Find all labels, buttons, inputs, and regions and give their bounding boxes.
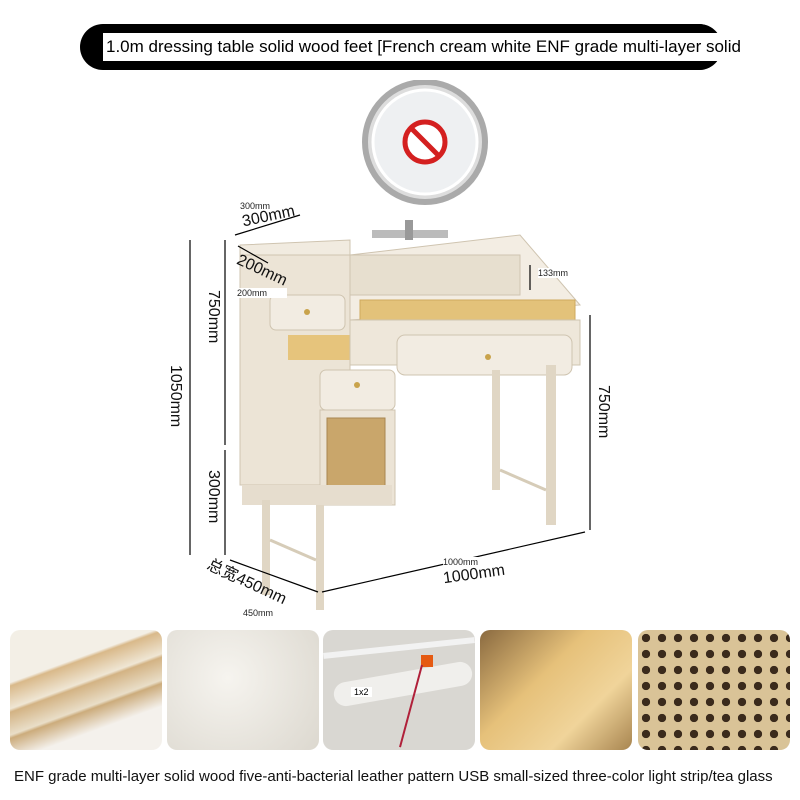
shelf-height-label: 133mm bbox=[538, 268, 594, 278]
usb-strip bbox=[331, 660, 475, 708]
feature-caption: ENF grade multi-layer solid wood five-an… bbox=[14, 768, 773, 785]
upper-height-label: 750mm bbox=[205, 290, 222, 344]
leg-height-label: 300mm bbox=[205, 470, 222, 524]
thumb-multilayer-wood bbox=[10, 630, 162, 750]
total-height-label: 1050mm bbox=[167, 365, 184, 428]
usb-plug-icon bbox=[421, 655, 433, 667]
depth-label: 450mm bbox=[243, 608, 274, 618]
thumb-usb: 1x2 bbox=[323, 630, 475, 750]
led-mirror bbox=[362, 80, 488, 240]
thumb-rattan bbox=[638, 630, 790, 750]
thumb-light-strip-drawer bbox=[480, 630, 632, 750]
usb-label: 1x2 bbox=[351, 687, 372, 697]
no-symbol-icon bbox=[402, 119, 448, 165]
width-label: 1000mm bbox=[443, 557, 479, 567]
top-depth-label: 200mm bbox=[237, 288, 288, 298]
desk-body bbox=[239, 234, 582, 610]
top-width-label: 300mm bbox=[240, 201, 271, 211]
right-height-label: 750mm bbox=[595, 385, 612, 439]
thumb-leather-pattern bbox=[167, 630, 319, 750]
light-rail bbox=[323, 637, 475, 659]
product-title: 1.0m dressing table solid wood feet [Fre… bbox=[103, 33, 741, 61]
dressing-table-illustration bbox=[189, 80, 591, 610]
